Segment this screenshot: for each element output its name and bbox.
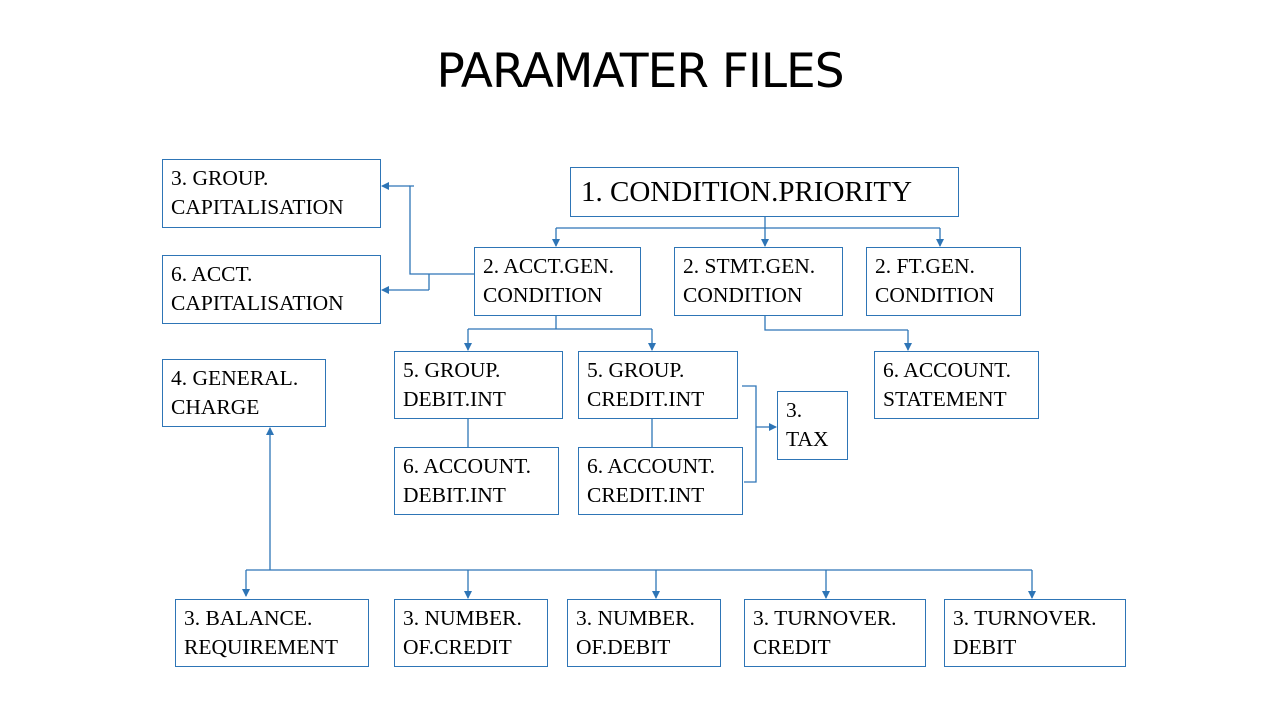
box-label: CAPITALISATION: [171, 195, 344, 219]
box-acct-capitalisation: 6. ACCT. CAPITALISATION: [162, 255, 381, 324]
connector-stmt-gen-bus: [764, 316, 908, 331]
box-balance-requirement: 3. BALANCE. REQUIREMENT: [175, 599, 369, 667]
connector-priority-bus: [556, 217, 940, 229]
box-label: 3.: [786, 398, 803, 422]
box-label: CONDITION: [683, 283, 803, 307]
box-label: REQUIREMENT: [184, 635, 339, 659]
box-group-debit-int: 5. GROUP. DEBIT.INT: [394, 351, 563, 419]
box-acct-gen-condition: 2. ACCT.GEN. CONDITION: [474, 247, 641, 316]
box-label: TAX: [786, 427, 829, 451]
box-label: 3. GROUP.: [171, 166, 269, 190]
box-number-of-debit: 3. NUMBER. OF.DEBIT: [567, 599, 721, 667]
box-label: 6. ACCT.: [171, 262, 253, 286]
box-label: 5. GROUP.: [403, 358, 501, 382]
box-label: CONDITION: [875, 283, 995, 307]
box-label: CREDIT: [753, 635, 831, 659]
box-label: 1. CONDITION.PRIORITY: [581, 176, 913, 208]
box-label: CREDIT.INT: [587, 387, 705, 411]
box-label: DEBIT.INT: [403, 483, 506, 507]
box-label: OF.DEBIT: [576, 635, 671, 659]
box-turnover-credit: 3. TURNOVER. CREDIT: [744, 599, 926, 667]
box-turnover-debit: 3. TURNOVER. DEBIT: [944, 599, 1126, 667]
box-label: 5. GROUP.: [587, 358, 685, 382]
box-label: DEBIT.INT: [403, 387, 506, 411]
box-general-charge: 4. GENERAL. CHARGE: [162, 359, 326, 427]
box-condition-priority: 1. CONDITION.PRIORITY: [570, 167, 959, 217]
box-group-credit-int: 5. GROUP. CREDIT.INT: [578, 351, 738, 419]
box-label: 6. ACCOUNT.: [403, 454, 532, 478]
box-label: CONDITION: [483, 283, 603, 307]
connector-tax-bracket: [742, 385, 757, 483]
box-number-of-credit: 3. NUMBER. OF.CREDIT: [394, 599, 548, 667]
box-label: CAPITALISATION: [171, 291, 344, 315]
box-label: OF.CREDIT: [403, 635, 512, 659]
box-account-statement: 6. ACCOUNT. STATEMENT: [874, 351, 1039, 419]
connector-acct-gen-bus: [468, 316, 652, 330]
box-label: 6. ACCOUNT.: [587, 454, 716, 478]
page-title: PARAMATER FILES: [436, 44, 844, 99]
box-stmt-gen-condition: 2. STMT.GEN. CONDITION: [674, 247, 843, 316]
box-label: 2. FT.GEN.: [875, 254, 975, 278]
box-ft-gen-condition: 2. FT.GEN. CONDITION: [866, 247, 1021, 316]
box-label: 2. ACCT.GEN.: [483, 254, 614, 278]
box-label: 3. TURNOVER.: [953, 606, 1097, 630]
connector-acct-gen-left: [409, 185, 474, 275]
box-tax: 3. TAX: [777, 391, 848, 460]
box-label: 4. GENERAL.: [171, 366, 299, 390]
box-label: 3. TURNOVER.: [753, 606, 897, 630]
box-label: 3. NUMBER.: [576, 606, 695, 630]
box-label: DEBIT: [953, 635, 1017, 659]
box-account-debit-int: 6. ACCOUNT. DEBIT.INT: [394, 447, 559, 515]
box-label: STATEMENT: [883, 387, 1007, 411]
box-label: CREDIT.INT: [587, 483, 705, 507]
box-label: CHARGE: [171, 395, 260, 419]
box-label: 2. STMT.GEN.: [683, 254, 816, 278]
box-group-capitalisation: 3. GROUP. CAPITALISATION: [162, 159, 381, 228]
box-label: 6. ACCOUNT.: [883, 358, 1012, 382]
box-account-credit-int: 6. ACCOUNT. CREDIT.INT: [578, 447, 743, 515]
box-label: 3. BALANCE.: [184, 606, 313, 630]
box-label: 3. NUMBER.: [403, 606, 522, 630]
